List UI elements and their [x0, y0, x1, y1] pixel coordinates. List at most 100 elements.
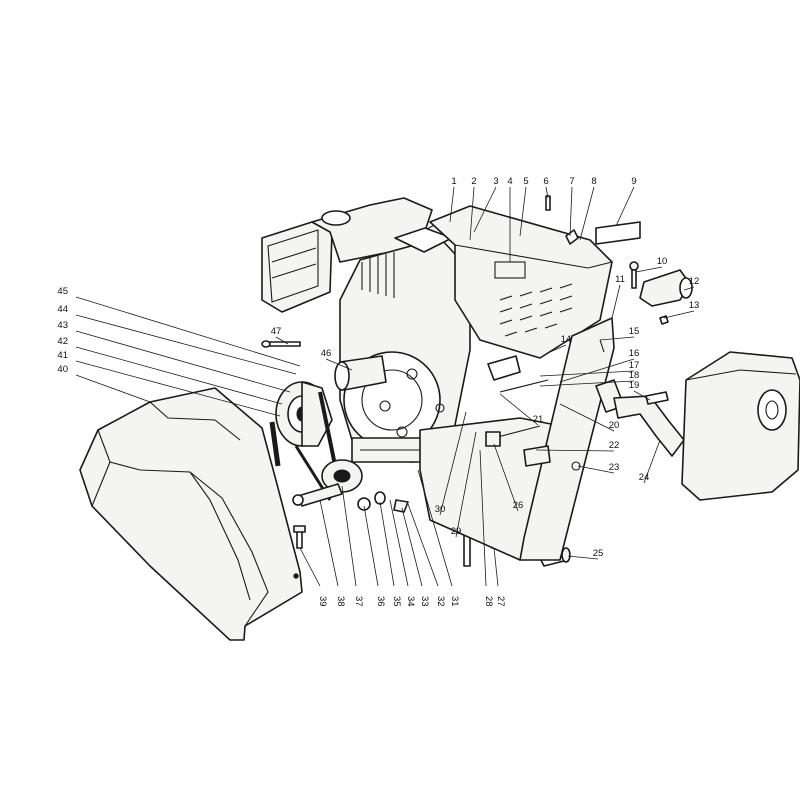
- callout-leader-5: [519, 186, 527, 237]
- callout-leader-13: [663, 310, 695, 319]
- callout-label-42: 42: [57, 336, 68, 347]
- idler-pulley-part: [292, 459, 363, 507]
- callout-leader-1: [449, 186, 455, 223]
- small-bolts: [261, 195, 669, 405]
- callout-label-22: 22: [609, 440, 620, 451]
- callout-leader-9: [615, 186, 635, 227]
- callout-label-25: 25: [593, 548, 604, 559]
- callout-label-6: 6: [543, 176, 548, 187]
- callout-label-9: 9: [631, 176, 636, 187]
- callout-label-11: 11: [615, 274, 625, 285]
- callout-leader-43: [75, 330, 291, 393]
- callout-label-15: 15: [629, 326, 640, 337]
- callout-leader-44: [75, 314, 297, 375]
- callout-label-32: 32: [435, 596, 446, 607]
- callout-label-13: 13: [689, 300, 700, 311]
- air-cleaner-part: [261, 197, 433, 313]
- callout-leader-25: [567, 555, 599, 560]
- engine-block-part: [339, 221, 473, 463]
- callout-leader-45: [75, 296, 301, 367]
- shroud-vents: [499, 283, 573, 337]
- callout-leader-12: [683, 286, 695, 291]
- callout-leader-29: [455, 431, 477, 538]
- callout-leader-31: [417, 469, 453, 587]
- callout-label-36: 36: [375, 596, 386, 607]
- callout-label-16: 16: [629, 348, 640, 359]
- callout-leader-37: [341, 485, 357, 587]
- callout-leader-19: [633, 390, 651, 401]
- callout-leader-32: [407, 503, 439, 587]
- callout-leader-36: [363, 505, 379, 587]
- callout-leader-41: [75, 360, 281, 417]
- callout-leader-14: [549, 344, 567, 353]
- callout-label-5: 5: [523, 176, 528, 187]
- callout-label-39: 39: [317, 596, 328, 607]
- callout-leader-26: [493, 443, 519, 512]
- callout-leader-47: [275, 336, 289, 345]
- callout-leader-42: [75, 346, 283, 405]
- callout-label-8: 8: [591, 176, 596, 187]
- belt-cover-part: [79, 387, 303, 641]
- callout-label-35: 35: [391, 596, 402, 607]
- callout-label-41: 41: [57, 350, 68, 361]
- callout-label-45: 45: [57, 286, 68, 297]
- callout-label-29: 29: [451, 526, 462, 537]
- callout-leader-38: [319, 499, 339, 587]
- callout-label-40: 40: [57, 364, 68, 375]
- callout-label-19: 19: [629, 380, 640, 391]
- callout-leader-16: [559, 358, 635, 383]
- callout-label-37: 37: [353, 596, 364, 607]
- callout-label-18: 18: [629, 370, 640, 381]
- callout-label-33: 33: [419, 596, 430, 607]
- callout-leader-2: [469, 186, 475, 241]
- callout-leader-28: [479, 449, 487, 587]
- callout-leader-6: [545, 186, 549, 199]
- callout-label-47: 47: [271, 326, 282, 337]
- callout-label-34: 34: [405, 596, 416, 607]
- callout-label-46: 46: [321, 348, 332, 359]
- callout-label-17: 17: [629, 360, 640, 371]
- callout-leader-10: [635, 266, 663, 273]
- decal-part: [595, 221, 641, 245]
- callout-label-26: 26: [513, 500, 524, 511]
- callout-label-23: 23: [609, 462, 620, 473]
- callout-leader-23: [577, 465, 615, 474]
- callout-label-27: 27: [495, 596, 506, 607]
- callout-leader-20: [559, 403, 615, 432]
- callout-label-10: 10: [657, 256, 668, 267]
- callout-label-2: 2: [471, 176, 476, 187]
- callout-leader-22: [535, 449, 615, 452]
- callout-label-38: 38: [335, 596, 346, 607]
- callout-leader-24: [643, 439, 661, 484]
- callout-leader-33: [401, 507, 423, 587]
- callout-leader-34: [389, 499, 409, 587]
- muffler-part: [595, 351, 800, 501]
- callout-label-31: 31: [449, 596, 460, 607]
- callout-label-4: 4: [507, 176, 512, 187]
- blower-housing-part: [429, 205, 613, 359]
- deflector-part: [639, 269, 693, 307]
- callout-label-12: 12: [689, 276, 700, 287]
- callout-label-14: 14: [561, 334, 572, 345]
- callout-leader-11: [611, 284, 621, 319]
- control-linkage-part: [485, 355, 581, 471]
- callout-leader-30: [439, 411, 467, 516]
- callout-label-28: 28: [483, 596, 494, 607]
- callout-leader-27: [493, 547, 499, 587]
- callout-label-7: 7: [569, 176, 574, 187]
- cylinder-fins: [361, 252, 395, 298]
- callout-label-44: 44: [57, 304, 68, 315]
- callout-leader-40: [75, 374, 151, 403]
- callout-leader-8: [579, 186, 595, 241]
- callout-leader-18: [539, 380, 635, 387]
- callout-leader-lines: [75, 186, 695, 587]
- callout-leader-15: [599, 336, 635, 341]
- callout-label-30: 30: [435, 504, 446, 515]
- callout-leader-39: [299, 547, 321, 587]
- callout-label-24: 24: [639, 472, 650, 483]
- callout-label-21: 21: [533, 414, 544, 425]
- callout-leader-17: [539, 370, 635, 377]
- crankshaft-part: [334, 355, 387, 391]
- callout-leader-35: [379, 501, 395, 587]
